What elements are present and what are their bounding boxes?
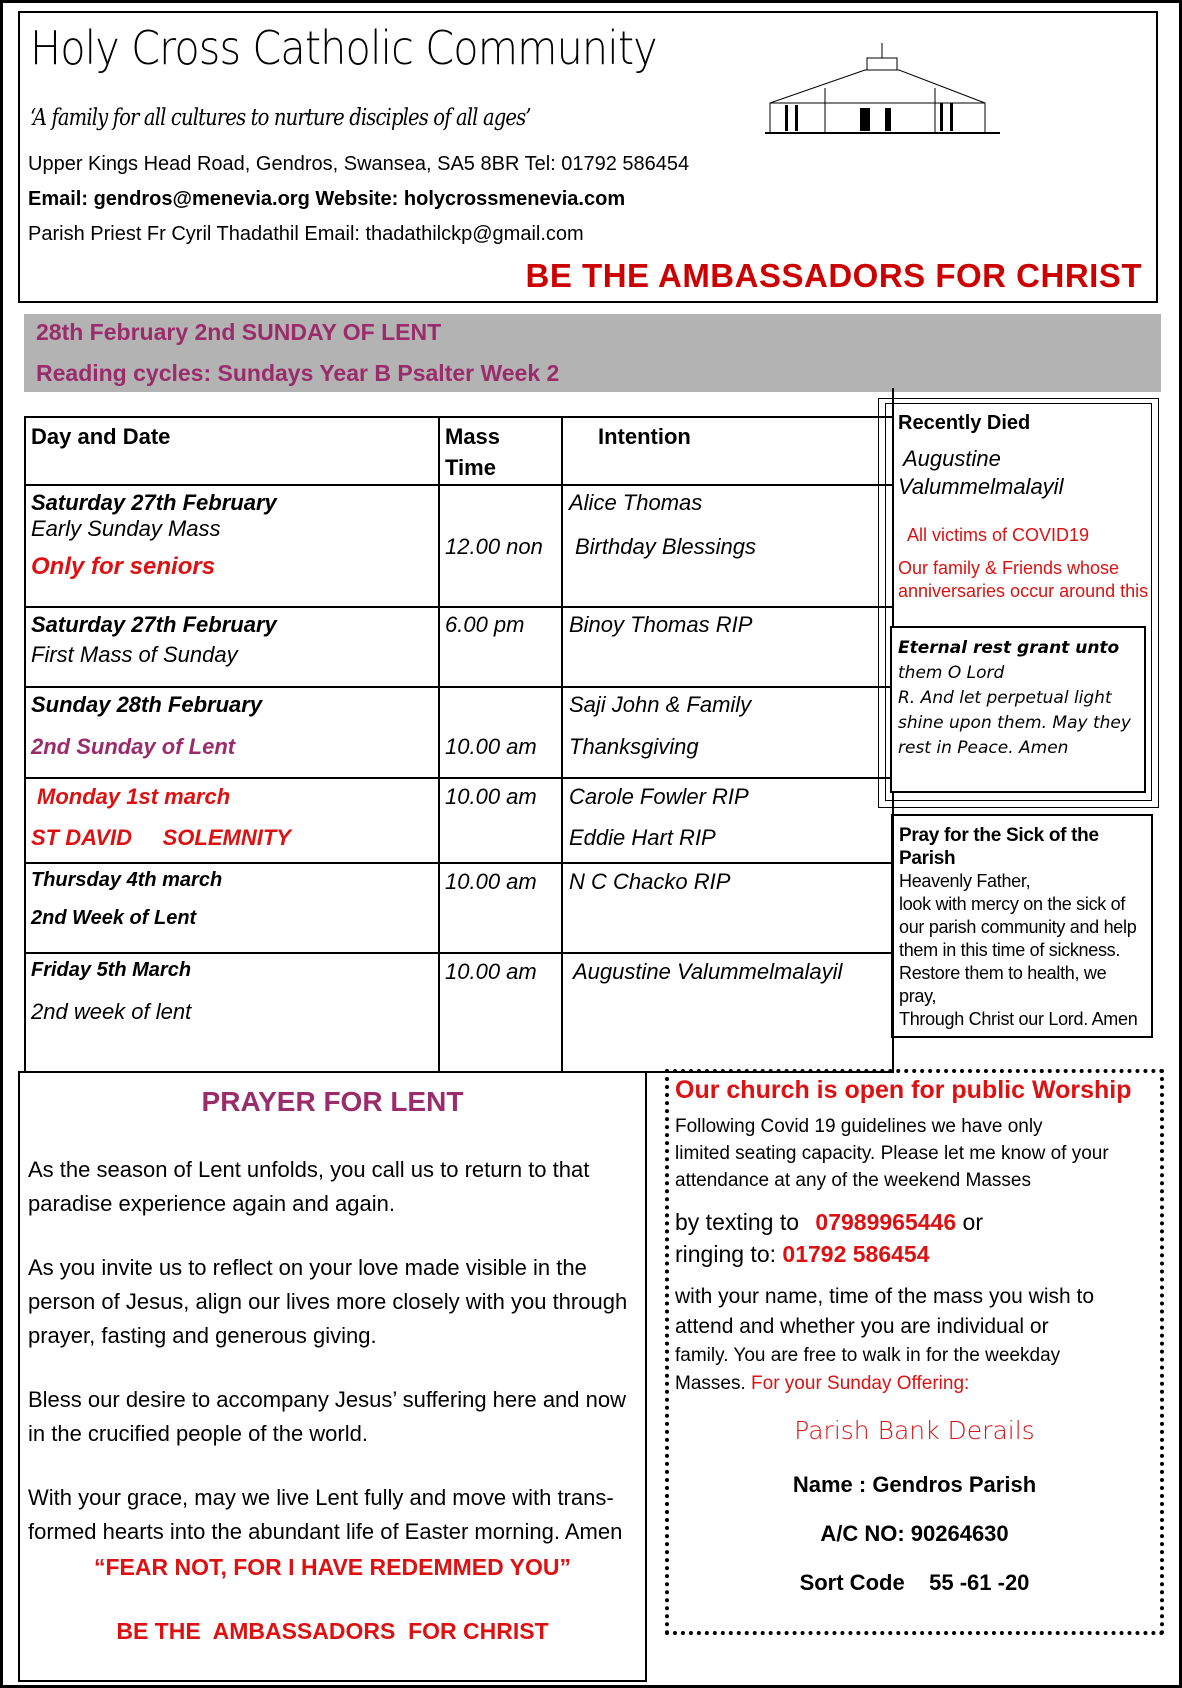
church-open-box: Our church is open for public Worship Fo… xyxy=(665,1069,1164,1635)
died-name2: Valummelmalayil xyxy=(898,474,1064,499)
row2-sub: First Mass of Sunday xyxy=(31,642,238,667)
sick-line: look with mercy on the sick of xyxy=(899,894,1126,914)
prayer-slogan: BE THE AMBASSADORS FOR CHRIST xyxy=(116,1618,549,1644)
row1-int2: Birthday Blessings xyxy=(575,534,756,559)
row4-day: Monday 1st march xyxy=(37,784,231,809)
row4-time: 10.00 am xyxy=(445,784,537,809)
row2-time: 6.00 pm xyxy=(445,612,525,637)
row3-day: Sunday 28th February xyxy=(31,692,263,717)
header-day: Day and Date xyxy=(31,424,171,449)
eternal-rest-prayer: Eternal rest grant unto them O Lord R. A… xyxy=(890,626,1146,793)
row4-sub: ST DAVID SOLEMNITY xyxy=(31,825,291,850)
eternal-line: R. And let perpetual light xyxy=(898,688,1112,708)
row6-int1: Augustine Valummelmalayil xyxy=(573,959,843,984)
address: Upper Kings Head Road, Gendros, Swansea,… xyxy=(28,153,690,175)
row5-day: Thursday 4th march xyxy=(31,869,223,891)
prayer-paragraph: With your grace, may we live Lent fully … xyxy=(28,1485,623,1544)
died-family1: Our family & Friends whose xyxy=(898,558,1120,578)
header-intention: Intention xyxy=(598,424,691,449)
died-family2: anniversaries occur around this xyxy=(898,581,1149,601)
row6-sub: 2nd week of lent xyxy=(31,999,192,1024)
header-box: Holy Cross Catholic Community ‘A family … xyxy=(18,11,1158,303)
row1-day: Saturday 27th February xyxy=(31,490,277,515)
or-text: or xyxy=(956,1209,983,1235)
ring-label: ringing to: xyxy=(675,1241,783,1267)
eternal-line: shine upon them. May they xyxy=(898,713,1131,733)
mass-table: Day and Date Mass Time Intention Saturda… xyxy=(24,388,894,1073)
row6-day: Friday 5th March xyxy=(31,959,192,981)
church-drawing-icon xyxy=(765,43,1000,134)
open-line: limited seating capacity. Please let me … xyxy=(675,1143,1109,1164)
eternal-line: Eternal rest grant unto xyxy=(898,638,1120,658)
open-line: family. You are free to walk in for the … xyxy=(675,1345,1061,1366)
prayer-paragraph: As the season of Lent unfolds, you call … xyxy=(28,1157,590,1216)
sick-line: Heavenly Father, xyxy=(899,871,1031,891)
open-line: Following Covid 19 guidelines we have on… xyxy=(675,1116,1043,1137)
offering-text: For your Sunday Offering: xyxy=(751,1373,970,1394)
email-website: Email: gendros@menevia.org Website: holy… xyxy=(28,188,626,210)
text-label: by texting to xyxy=(675,1209,806,1235)
row5-int1: N C Chacko RIP xyxy=(569,869,731,894)
row1-int1: Alice Thomas xyxy=(569,490,703,515)
ring-phone[interactable]: 01792 586454 xyxy=(782,1241,930,1267)
prayer-paragraph: Bless our desire to accompany Jesus’ suf… xyxy=(28,1387,626,1446)
reading-cycles: Reading cycles: Sundays Year B Psalter W… xyxy=(36,360,560,386)
row1-note: Only for seniors xyxy=(31,553,216,580)
row1-time: 12.00 non xyxy=(445,534,543,559)
row4-int1: Carole Fowler RIP xyxy=(569,784,749,809)
open-line: Masses. xyxy=(675,1373,752,1394)
header-mass: Mass xyxy=(445,424,501,449)
prayer-title: PRAYER FOR LENT xyxy=(201,1086,464,1117)
row3-int2: Thanksgiving xyxy=(569,734,699,759)
row5-sub: 2nd Week of Lent xyxy=(31,907,197,929)
row3-int1: Saji John & Family xyxy=(569,692,752,717)
date-banner: 28th February 2nd SUNDAY OF LENT Reading… xyxy=(24,314,1161,392)
prayer-for-lent-box: PRAYER FOR LENT As the season of Lent un… xyxy=(18,1071,647,1682)
row2-int1: Binoy Thomas RIP xyxy=(569,612,753,637)
eternal-line: them O Lord xyxy=(898,663,1005,683)
open-title: Our church is open for public Worship xyxy=(675,1076,1132,1104)
sick-line: Restore them to health, we pray, xyxy=(899,963,1107,1006)
bank-title: Parish Bank Derails xyxy=(794,1416,1035,1445)
text-phone[interactable]: 07989965446 xyxy=(815,1209,957,1235)
row6-time: 10.00 am xyxy=(445,959,537,984)
prayer-quote: “FEAR NOT, FOR I HAVE REDEMMED YOU” xyxy=(93,1554,572,1580)
sick-title: Pray for the Sick of the Parish xyxy=(899,825,1099,869)
priest-line: Parish Priest Fr Cyril Thadathil Email: … xyxy=(28,223,584,245)
row5-time: 10.00 am xyxy=(445,869,537,894)
header-time: Time xyxy=(445,455,496,480)
slogan: BE THE AMBASSADORS FOR CHRIST xyxy=(525,257,1142,294)
sick-prayer-box: Pray for the Sick of the Parish Heavenly… xyxy=(891,814,1153,1038)
row2-day: Saturday 27th February xyxy=(31,612,277,637)
row4-int2: Eddie Hart RIP xyxy=(569,825,716,850)
sick-line: them in this time of sickness. xyxy=(899,940,1121,960)
sick-line: our parish community and help xyxy=(899,917,1137,937)
open-line: with your name, time of the mass you wis… xyxy=(675,1285,1095,1308)
bank-sort-code: Sort Code 55 -61 -20 xyxy=(799,1570,1030,1595)
eternal-line: rest in Peace. Amen xyxy=(898,738,1069,758)
row3-time: 10.00 am xyxy=(445,734,537,759)
row1-sub: Early Sunday Mass xyxy=(31,516,221,541)
sick-line: Through Christ our Lord. Amen xyxy=(899,1009,1138,1029)
died-covid: All victims of COVID19 xyxy=(907,525,1090,545)
died-name1: Augustine xyxy=(903,446,1001,471)
died-title: Recently Died xyxy=(898,412,1031,434)
prayer-paragraph: As you invite us to reflect on your love… xyxy=(28,1255,628,1348)
sunday-title: 28th February 2nd SUNDAY OF LENT xyxy=(36,319,442,345)
recently-died-box: Recently Died Augustine Valummelmalayil … xyxy=(878,398,1159,808)
open-line: attend and whether you are individual or xyxy=(675,1315,1049,1338)
motto: ‘A family for all cultures to nurture di… xyxy=(30,105,532,131)
bank-account: A/C NO: 90264630 xyxy=(820,1521,1009,1546)
row3-sub: 2nd Sunday of Lent xyxy=(31,734,236,759)
open-line: attendance at any of the weekend Masses xyxy=(675,1170,1031,1191)
bank-name: Name : Gendros Parish xyxy=(792,1472,1037,1497)
community-title: Holy Cross Catholic Community xyxy=(30,21,658,75)
